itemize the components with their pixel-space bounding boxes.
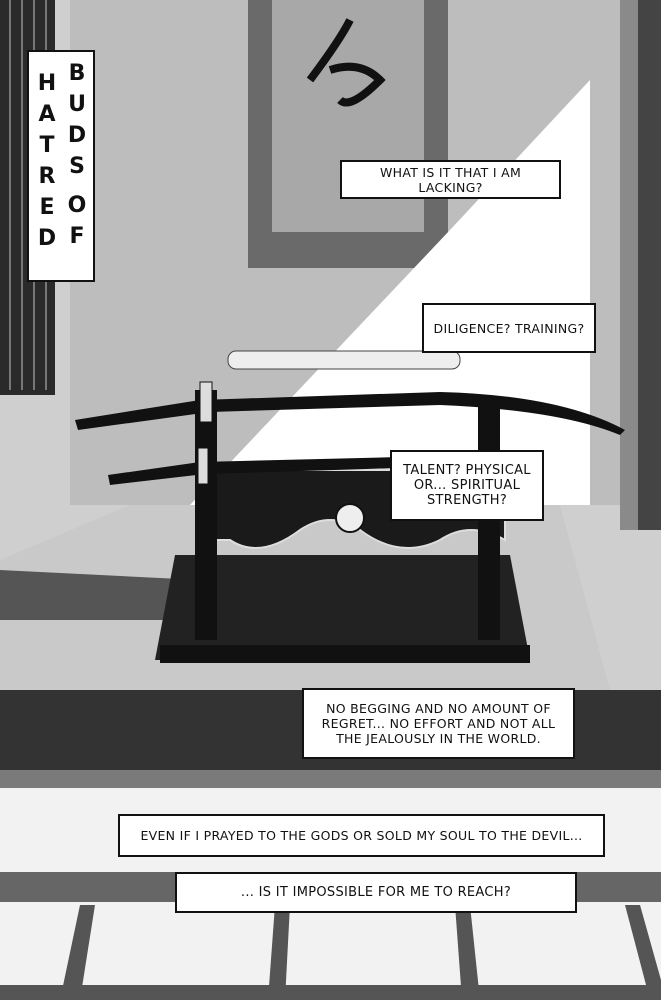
chapter-title-box: B U D S O F H A T R E D — [27, 50, 95, 282]
scroll-roller — [227, 350, 461, 370]
caption-box: WHAT IS IT THAT I AM LACKING? — [340, 160, 561, 199]
caption-box: TALENT? PHYSICAL OR... SPIRITUAL STRENGT… — [390, 450, 544, 521]
title-column-right: B U D S O F — [65, 58, 89, 252]
caption-box: ... IS IT IMPOSSIBLE FOR ME TO REACH? — [175, 872, 577, 913]
title-letter: O — [67, 193, 87, 218]
title-letter: D — [37, 226, 57, 251]
title-letter: R — [38, 164, 56, 189]
title-column-left: H A T R E D — [35, 68, 59, 254]
title-letter: F — [69, 224, 85, 249]
title-letter: H — [37, 71, 57, 96]
title-letter: S — [69, 154, 85, 179]
sword-stand-base — [155, 555, 530, 660]
title-letter: T — [39, 133, 55, 158]
title-letter: D — [67, 123, 87, 148]
title-letter: B — [68, 61, 86, 86]
family-crest — [335, 503, 365, 533]
title-letter: A — [38, 102, 56, 127]
title-letter: U — [68, 92, 86, 117]
wakizashi — [108, 457, 400, 485]
caption-box: NO BEGGING AND NO AMOUNT OF REGRET... NO… — [302, 688, 575, 759]
caption-box: DILIGENCE? TRAINING? — [422, 303, 596, 353]
title-letter: E — [39, 195, 55, 220]
caption-box: EVEN IF I PRAYED TO THE GODS OR SOLD MY … — [118, 814, 605, 857]
